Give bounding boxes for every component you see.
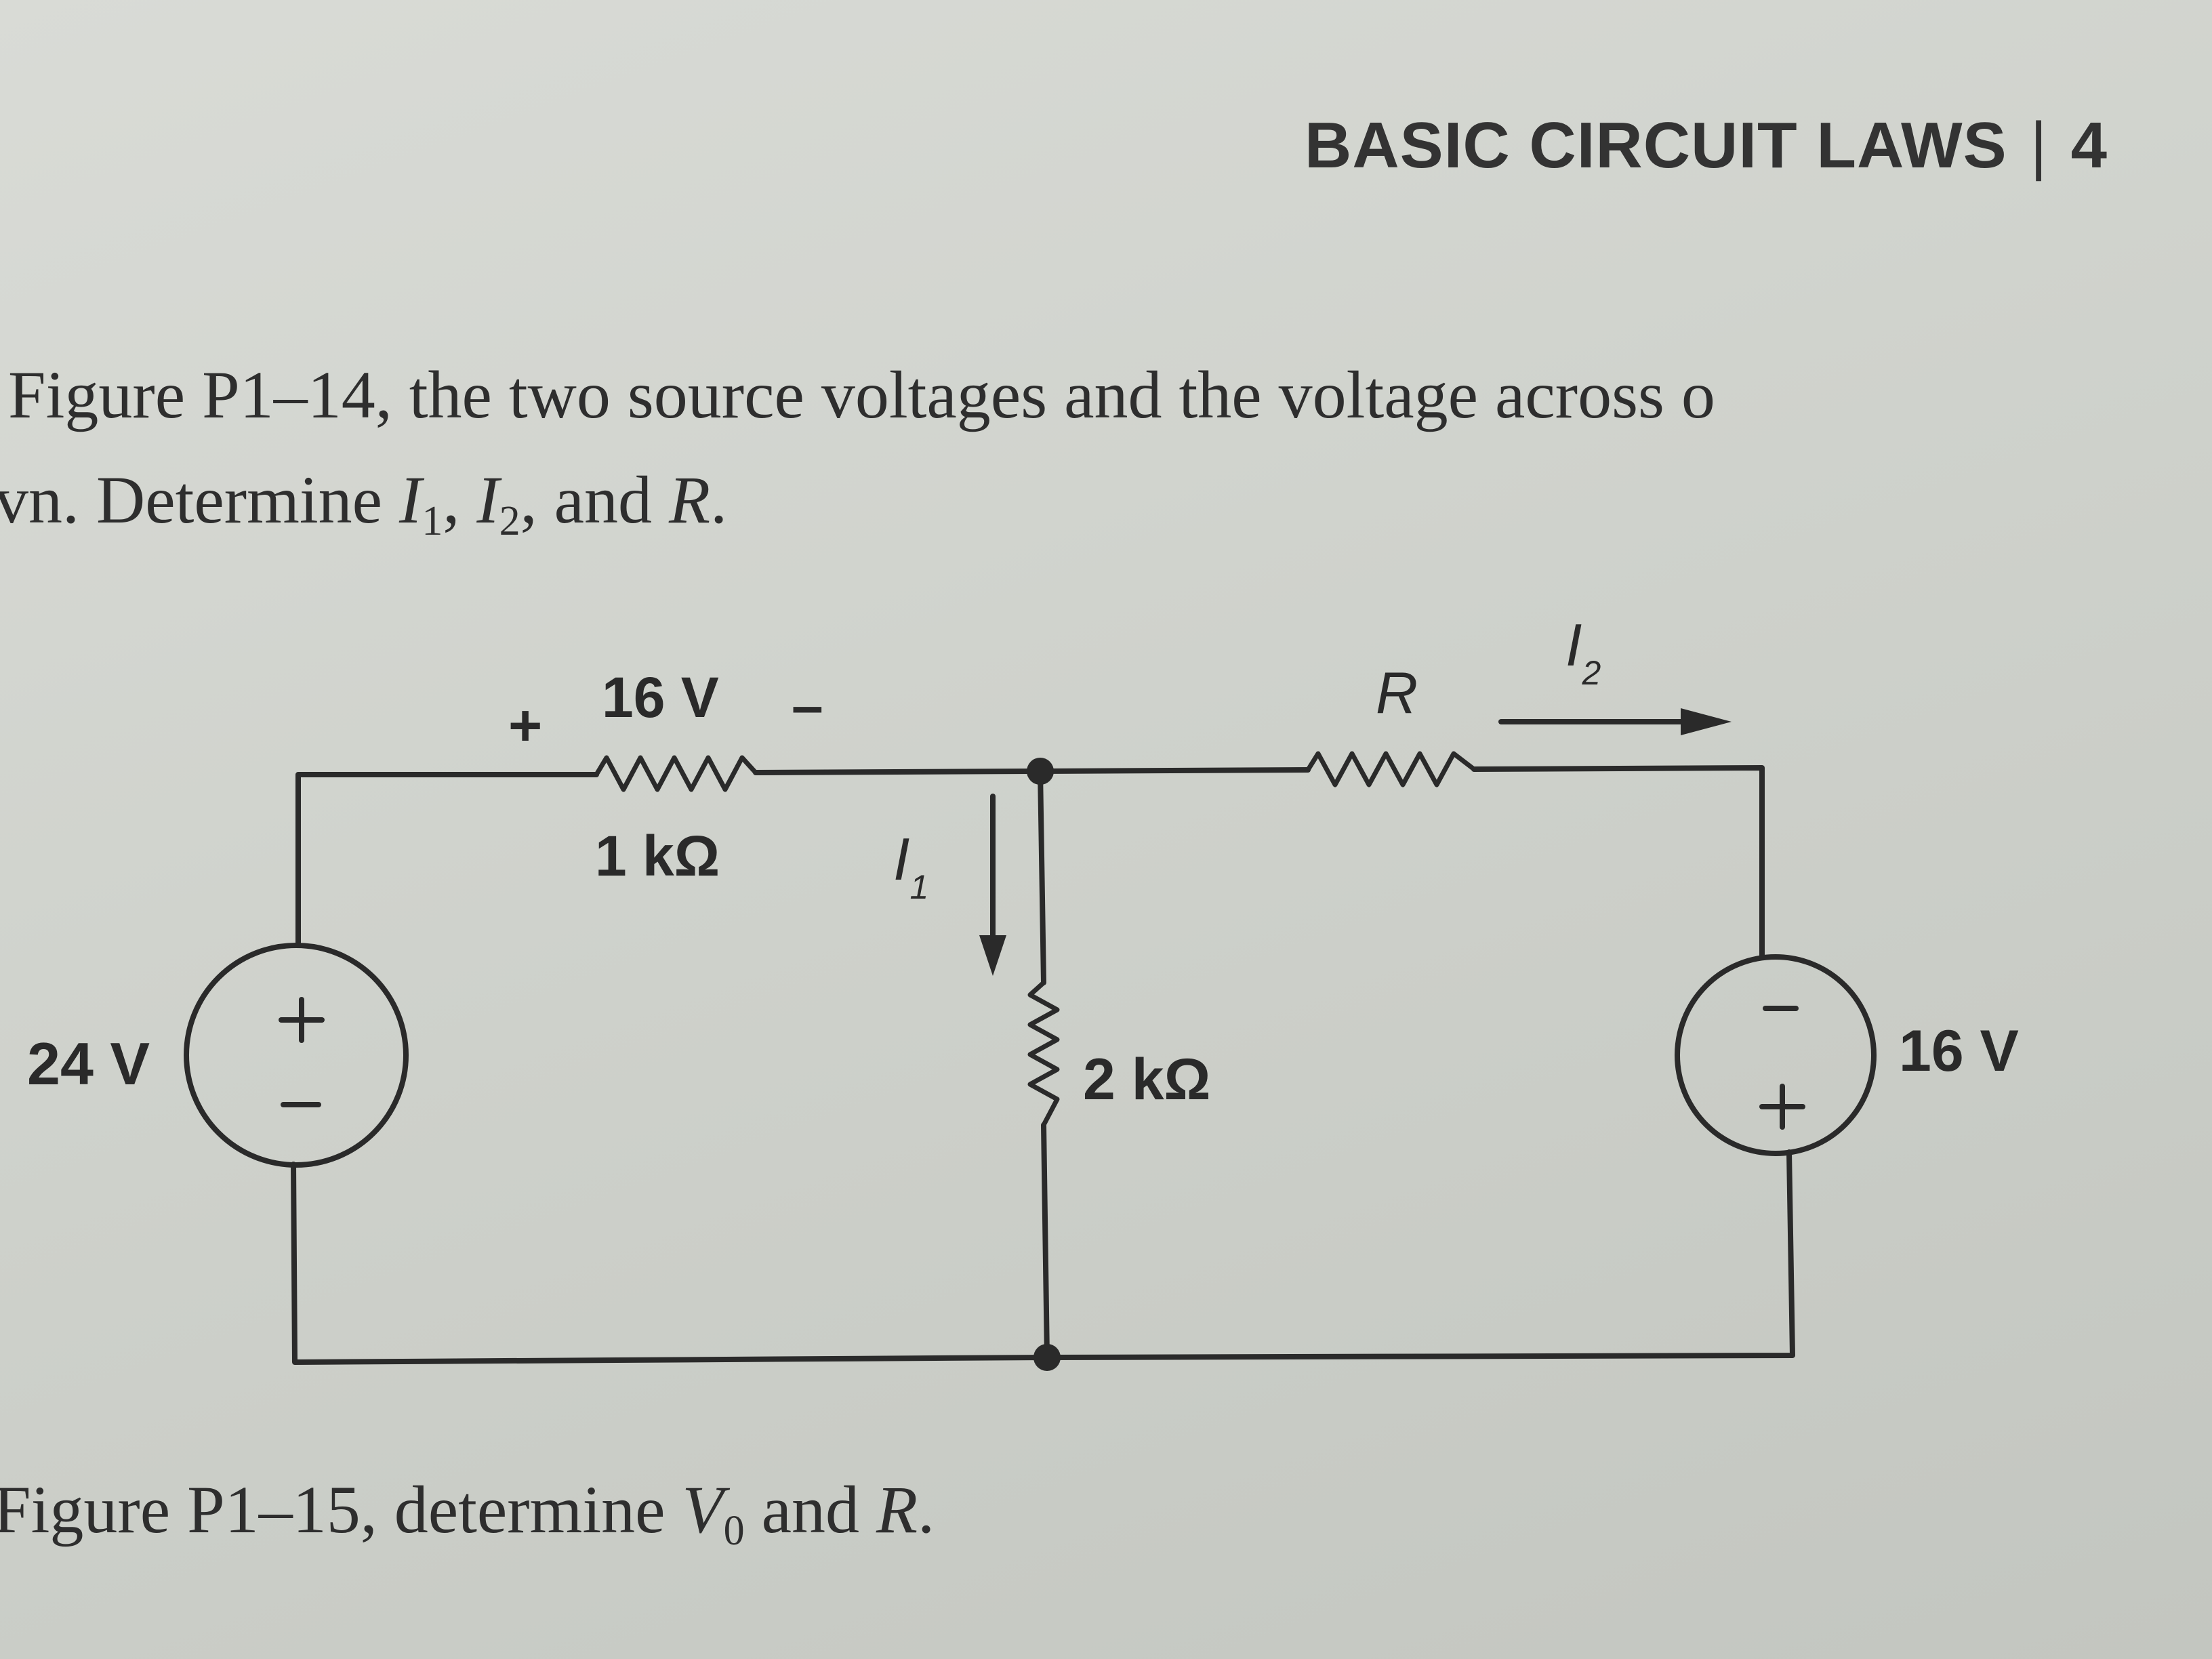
problem-text-end: .: [710, 462, 728, 537]
running-head: BASIC CIRCUIT LAWS | 4: [1305, 108, 2108, 183]
node-top: [1027, 758, 1054, 785]
wire-top-right: [1471, 765, 1765, 960]
left-voltage-source: [184, 943, 409, 1168]
left-source-circle: [184, 943, 409, 1168]
next-problem-end: .: [918, 1472, 935, 1547]
current-i1-label: I1: [893, 825, 928, 906]
current-i2-label: I2: [1565, 611, 1601, 692]
current-i2-subscript: 2: [1581, 654, 1601, 692]
resistor-2k-symbol: [1027, 981, 1060, 1126]
wire-middle-lower: [1041, 1122, 1050, 1360]
current-i1-subscript: 1: [909, 868, 928, 906]
next-problem-mid: and: [744, 1472, 876, 1547]
wire-right-bottom: [1044, 1149, 1795, 1360]
top-resistor-value: 1 kΩ: [595, 824, 720, 888]
right-resistor-label: R: [1376, 661, 1418, 726]
right-source-circle: [1675, 954, 1877, 1156]
i2-subscript: 2: [499, 498, 520, 544]
node-bottom: [1033, 1344, 1061, 1371]
i1-subscript: 1: [422, 498, 443, 544]
top-resistor-plus: +: [508, 693, 542, 758]
left-source-voltage: 24 V: [27, 1030, 150, 1097]
i1-arrow-head: [979, 935, 1006, 976]
i2-arrow-head: [1681, 708, 1732, 735]
resistor-r-symbol: [1306, 751, 1476, 787]
current-i2-symbol: I: [1565, 611, 1582, 678]
current-i2-arrow: [1498, 708, 1732, 735]
right-voltage-source: [1675, 954, 1877, 1156]
wire-bottom-left: [291, 1162, 1050, 1365]
r-symbol: R: [669, 462, 711, 537]
problem-text-mid: , and: [520, 462, 670, 537]
v0-symbol: V: [682, 1472, 724, 1547]
running-head-separator: |: [2030, 109, 2048, 182]
top-resistor-voltage: 16 V: [602, 665, 719, 729]
right-source-voltage: 16 V: [1899, 1019, 2019, 1084]
problem-text-prefix: vn. Determine: [0, 462, 400, 537]
next-problem-r-symbol: R: [876, 1472, 918, 1547]
next-problem-text: Figure P1–15, determine V0 and R.: [0, 1471, 935, 1552]
current-i1-arrow: [979, 794, 1006, 976]
page-number: 4: [2070, 109, 2108, 182]
i1-symbol: I: [399, 462, 422, 537]
circuit-wires: [291, 765, 1795, 1365]
problem-text-line-1: Figure P1–14, the two source voltages an…: [8, 357, 1715, 432]
current-i1-symbol: I: [893, 825, 909, 893]
resistor-1k-symbol: [594, 755, 758, 792]
wire-middle-upper: [1038, 769, 1046, 985]
v0-subscript: 0: [723, 1508, 745, 1554]
next-problem-prefix: Figure P1–15, determine: [0, 1472, 682, 1547]
i2-symbol: I: [476, 462, 499, 537]
problem-text-line-2: vn. Determine I1, I2, and R.: [0, 461, 728, 542]
middle-resistor-value: 2 kΩ: [1083, 1047, 1211, 1112]
running-head-title: BASIC CIRCUIT LAWS: [1305, 109, 2007, 182]
top-resistor-minus: –: [792, 674, 823, 737]
wire-left-top: [295, 772, 599, 948]
